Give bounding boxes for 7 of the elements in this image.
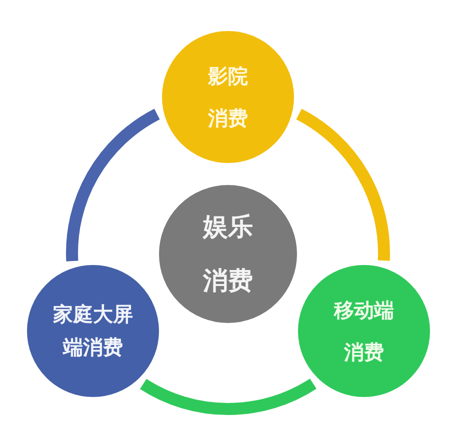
connector-arc: [66, 108, 160, 262]
connector-arc: [296, 108, 390, 261]
node-label: 家庭大屏端消费: [52, 301, 134, 361]
node-label: 娱乐消费: [201, 211, 254, 297]
connector-arc: [140, 378, 316, 415]
node-label: 影院消费: [206, 63, 249, 132]
node-label: 移动端消费: [332, 297, 395, 366]
